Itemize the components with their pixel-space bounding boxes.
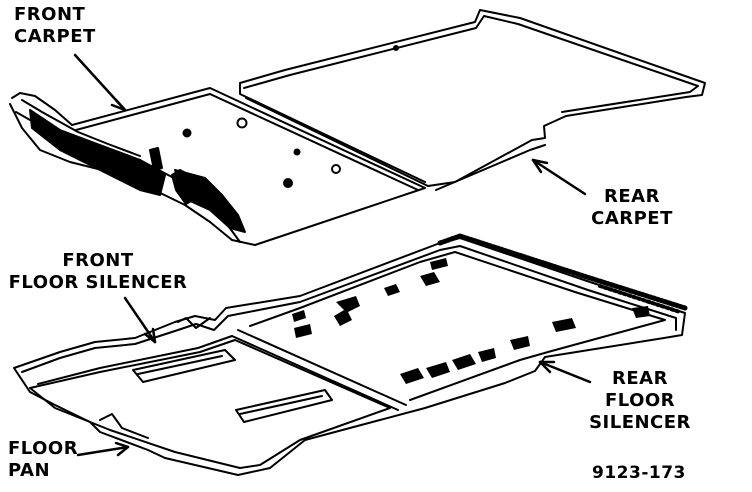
front-carpet-label: FRONT CARPET bbox=[14, 4, 96, 48]
front-carpet-label-line2: CARPET bbox=[14, 26, 96, 47]
figure-number: 9123-173 bbox=[592, 463, 686, 483]
front-floor-silencer-label-line1: FRONT bbox=[62, 250, 134, 271]
rear-floor-silencer-label-line1: REAR bbox=[612, 368, 668, 389]
rear-floor-silencer-label: REAR FLOOR SILENCER bbox=[586, 368, 694, 434]
floor-pan-label: FLOOR PAN bbox=[8, 438, 78, 482]
leader-lines bbox=[73, 53, 592, 457]
rear-carpet-label-line2: CARPET bbox=[591, 208, 673, 229]
rear-carpet-label: REAR CARPET bbox=[590, 186, 674, 230]
floor-pan-label-line2: PAN bbox=[8, 460, 51, 481]
floor-pan-label-line1: FLOOR bbox=[8, 438, 79, 459]
rear-floor-silencer-label-line2: FLOOR bbox=[604, 390, 676, 411]
rear-floor-silencer-label-line3: SILENCER bbox=[589, 412, 691, 433]
rear-carpet-part bbox=[239, 9, 706, 191]
rear-carpet-label-line1: REAR bbox=[604, 186, 660, 207]
front-carpet-part bbox=[9, 87, 426, 246]
front-floor-silencer-label: FRONT FLOOR SILENCER bbox=[8, 250, 188, 294]
front-carpet-label-line1: FRONT bbox=[14, 4, 86, 25]
front-floor-silencer-label-line2: FLOOR SILENCER bbox=[8, 272, 188, 293]
floor-pan-part bbox=[13, 233, 688, 476]
